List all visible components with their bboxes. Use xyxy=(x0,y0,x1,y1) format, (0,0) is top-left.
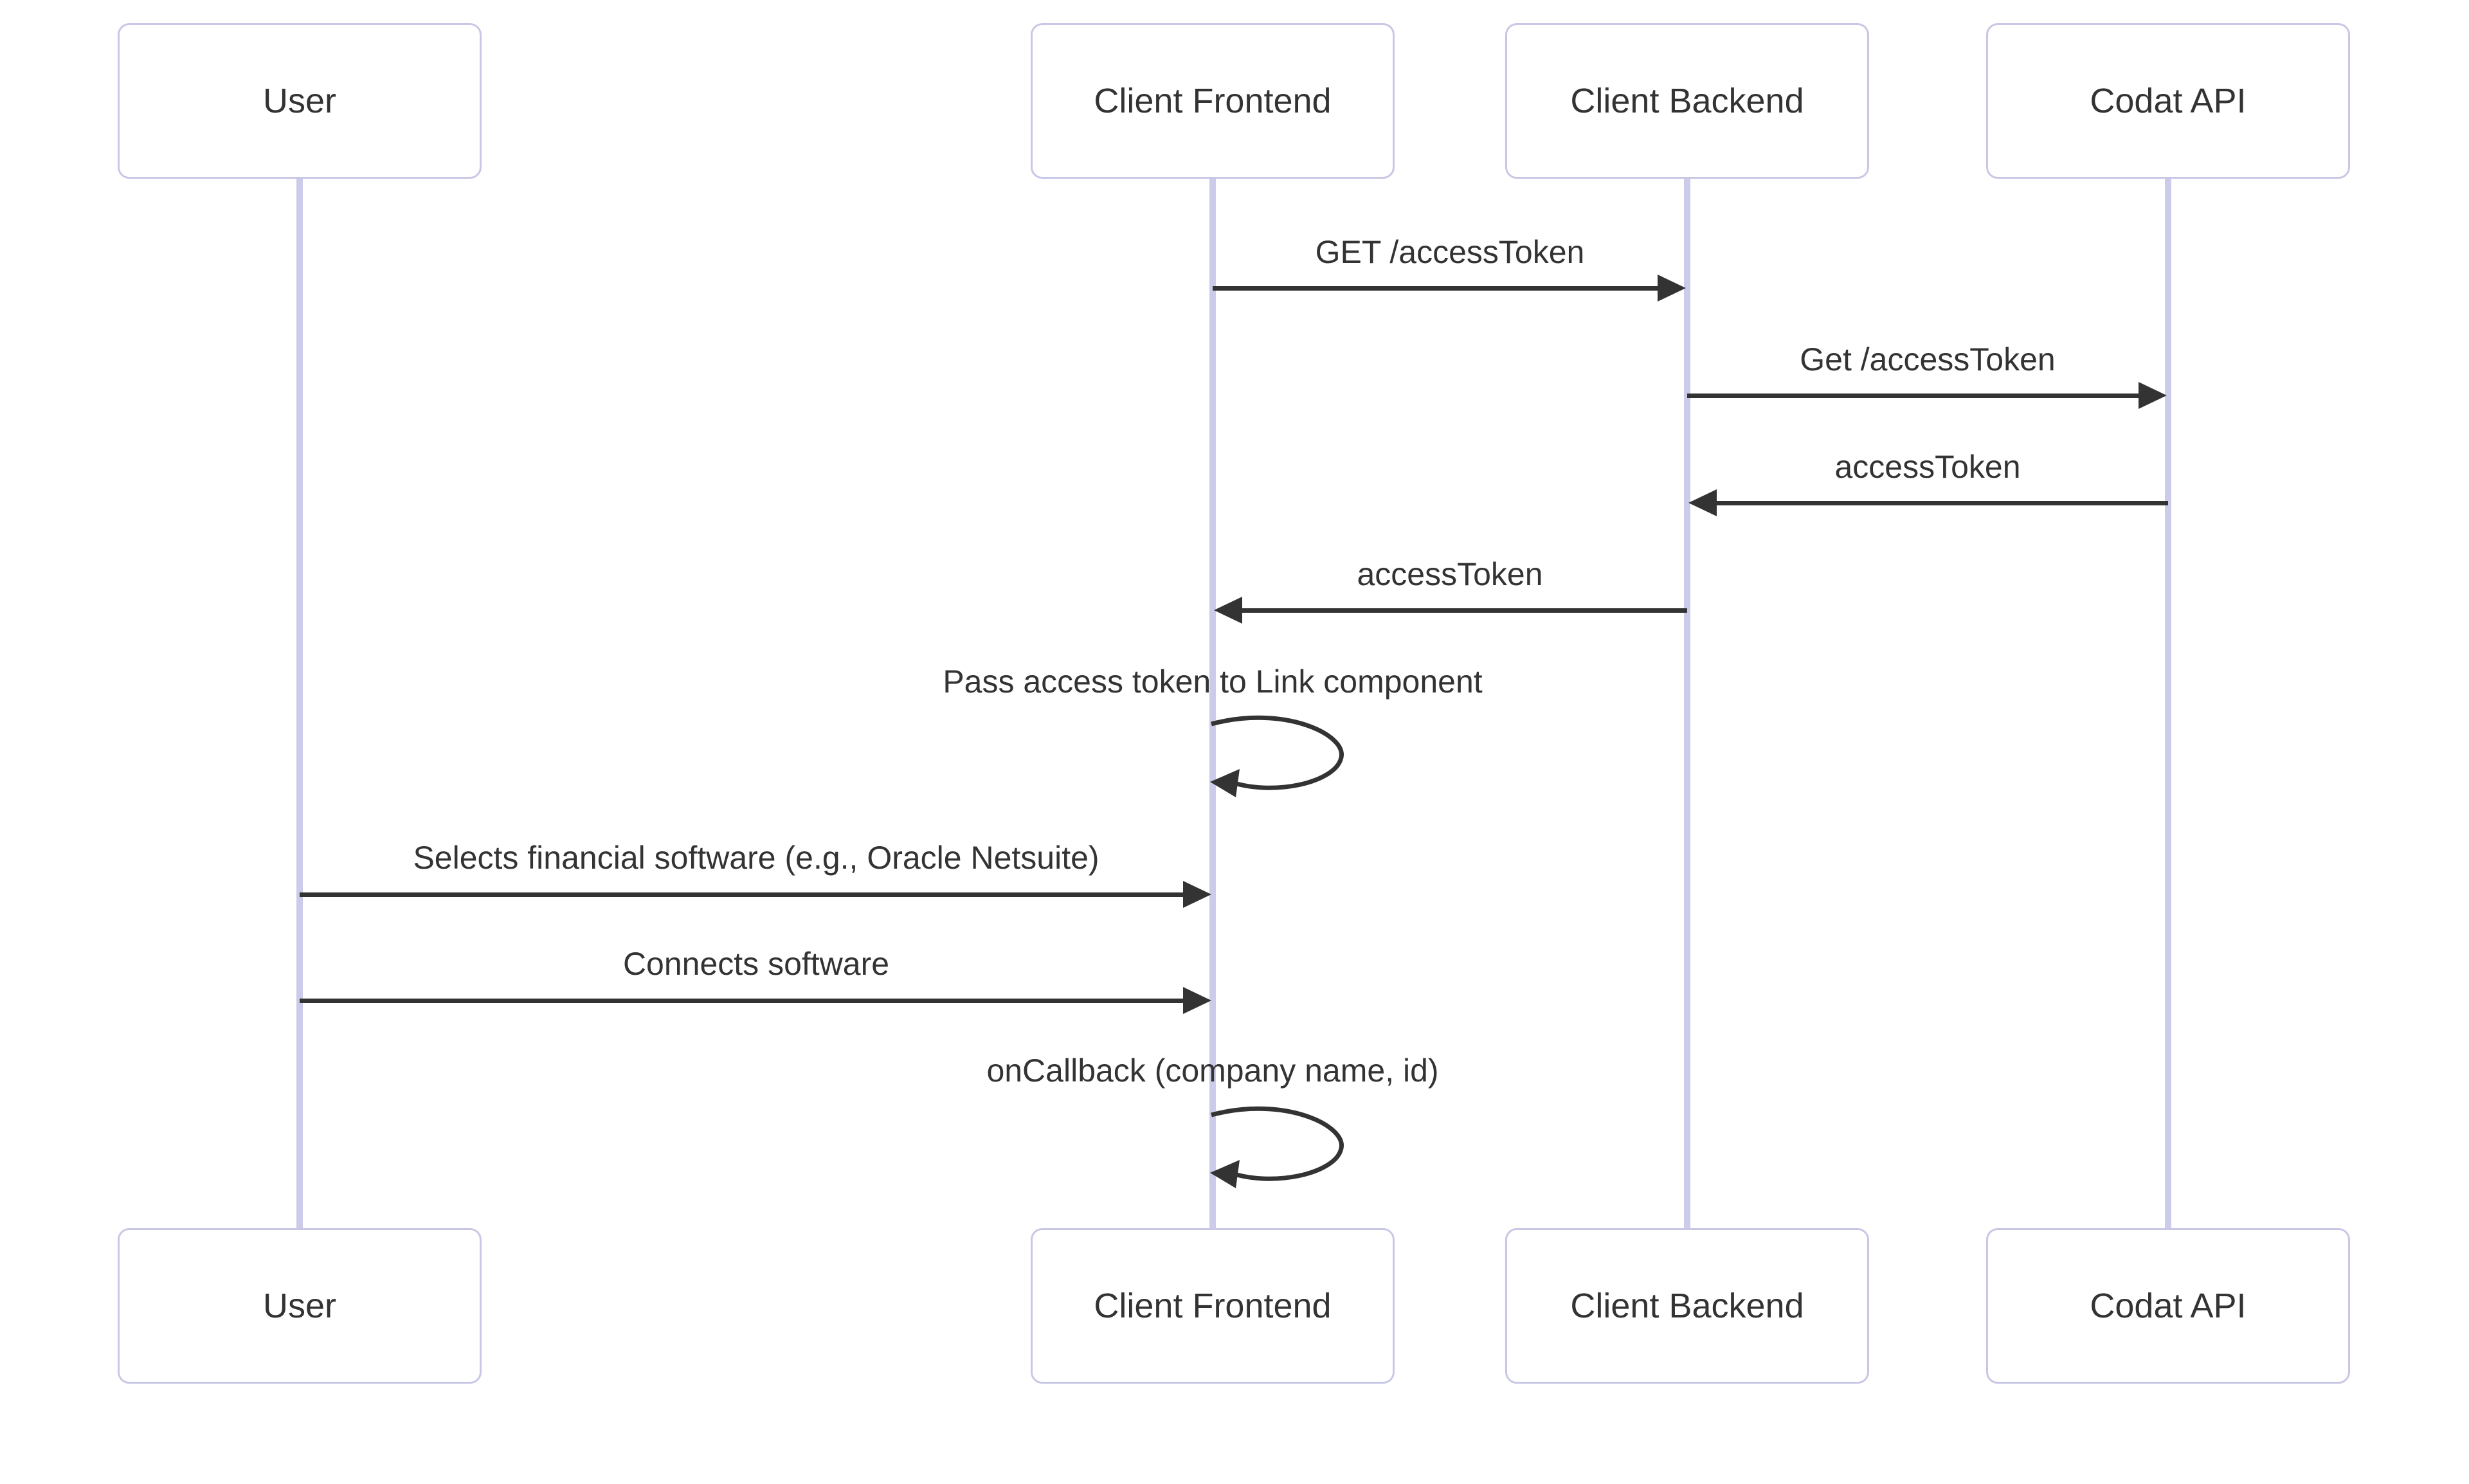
actor-box-user-bottom: User xyxy=(118,1228,482,1384)
message-arrow-2 xyxy=(1687,382,2167,409)
message-arrow-1 xyxy=(1213,275,1686,302)
message-arrow-3 xyxy=(1688,489,2168,516)
arrowhead-icon xyxy=(1183,987,1211,1014)
actor-label-codat-api: Codat API xyxy=(2090,1287,2247,1325)
arrowhead-icon xyxy=(1214,597,1242,624)
message-label-oncallback: onCallback (company name, id) xyxy=(986,1053,1439,1089)
actor-label-codat-api: Codat API xyxy=(2090,82,2247,120)
arrowhead-icon xyxy=(1183,881,1211,908)
self-loop-arrow-icon xyxy=(1210,715,1344,797)
actor-box-client-backend-bottom: Client Backend xyxy=(1505,1228,1869,1384)
message-arrow-4 xyxy=(1214,597,1687,624)
lifeline-client-backend xyxy=(1684,179,1690,1229)
actor-label-user: User xyxy=(262,1287,336,1325)
message-label-accesstoken-to-frontend: accessToken xyxy=(1357,556,1543,592)
actor-box-client-frontend-top: Client Frontend xyxy=(1031,23,1395,179)
arrowhead-icon xyxy=(2139,382,2167,409)
actor-label-client-backend: Client Backend xyxy=(1570,1287,1804,1325)
lifeline-user xyxy=(296,179,303,1229)
actor-label-user: User xyxy=(262,82,336,120)
message-label-get-accesstoken: GET /accessToken xyxy=(1315,234,1585,270)
message-label-accesstoken-return: accessToken xyxy=(1834,449,2021,485)
actor-box-codat-api-bottom: Codat API xyxy=(1986,1228,2350,1384)
actor-box-user-top: User xyxy=(118,23,482,179)
message-label-connects-software: Connects software xyxy=(622,946,890,982)
actor-box-client-backend-top: Client Backend xyxy=(1505,23,1869,179)
message-label-get-accesstoken-codat: Get /accessToken xyxy=(1800,341,2056,377)
lifeline-client-frontend xyxy=(1209,179,1216,1229)
arrowhead-icon xyxy=(1688,489,1717,516)
self-loop-arrow-icon xyxy=(1210,1106,1344,1188)
actor-box-client-frontend-bottom: Client Frontend xyxy=(1031,1228,1395,1384)
message-label-pass-token-to-link: Pass access token to Link component xyxy=(943,664,1483,700)
actor-label-client-frontend: Client Frontend xyxy=(1094,82,1332,120)
message-label-selects-software: Selects financial software (e.g., Oracle… xyxy=(413,840,1099,876)
actor-label-client-frontend: Client Frontend xyxy=(1094,1287,1332,1325)
message-arrow-6 xyxy=(300,881,1211,908)
arrowhead-icon xyxy=(1658,275,1686,302)
actor-box-codat-api-top: Codat API xyxy=(1986,23,2350,179)
message-arrow-7 xyxy=(300,987,1211,1014)
actor-label-client-backend: Client Backend xyxy=(1570,82,1804,120)
lifeline-codat-api xyxy=(2165,179,2171,1229)
